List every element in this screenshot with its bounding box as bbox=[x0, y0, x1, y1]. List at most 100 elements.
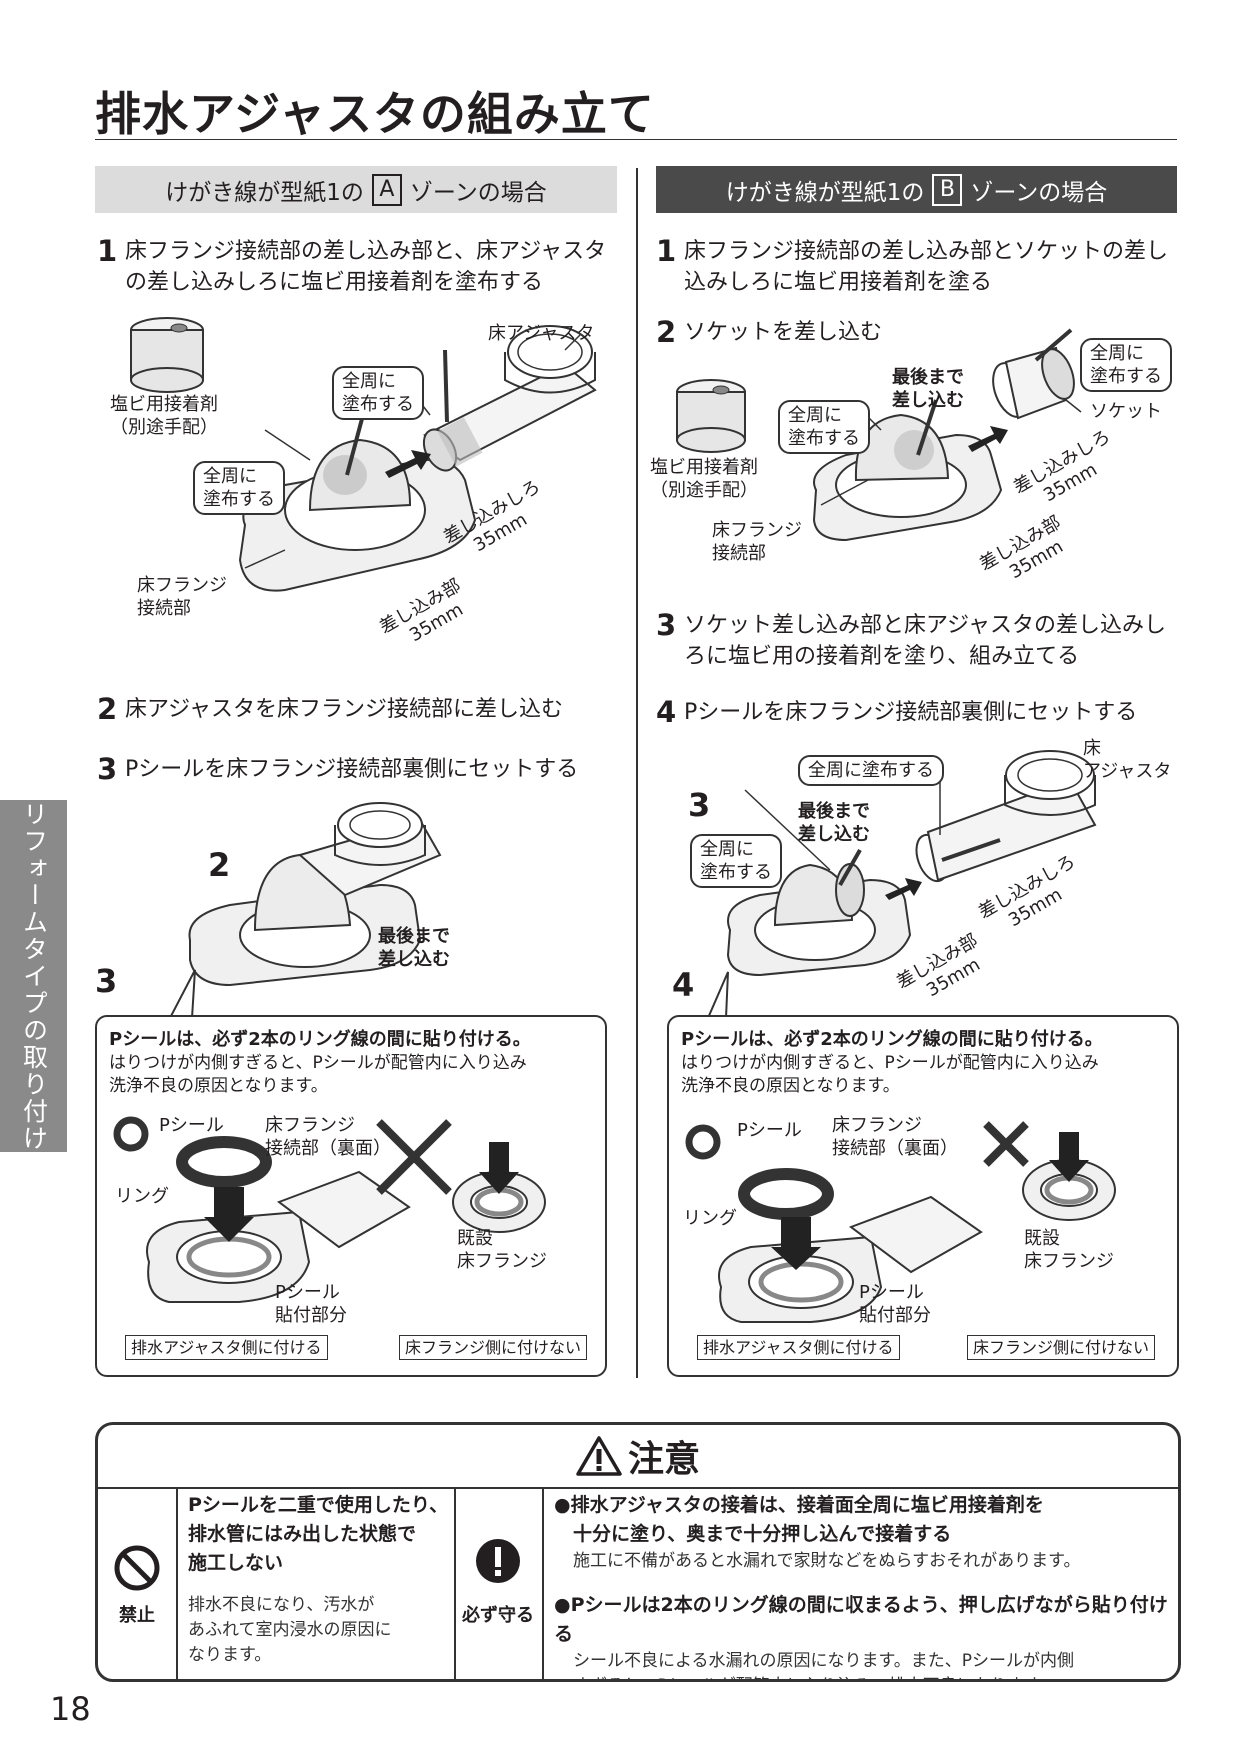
left-step-2-num: 2 bbox=[97, 692, 118, 726]
right-fig1-callout-socket-1: 全周に bbox=[1090, 343, 1144, 364]
right-fig2-adjuster-2: アジャスタ bbox=[1083, 761, 1172, 782]
left-fig2-num-2: 2 bbox=[208, 846, 231, 884]
left-fig1-illustration bbox=[130, 317, 597, 592]
left-fig1-callout-dome: 全周に 塗布する bbox=[193, 461, 285, 515]
right-fig1-flange-1: 床フランジ bbox=[712, 520, 802, 541]
left-fig1-flange-2: 接続部 bbox=[137, 598, 191, 619]
right-info-flange-back-1: 床フランジ bbox=[832, 1115, 922, 1136]
right-fig1-push-1: 最後まで bbox=[892, 367, 964, 388]
must-1-text: 施工に不備があると水漏れで家財などをぬらすおそれがあります。 bbox=[573, 1551, 1081, 1571]
left-fig1-flange-block: 床フランジ 接続部 bbox=[137, 574, 227, 620]
left-info-sub-2: 洗浄不良の原因となります。 bbox=[109, 1076, 328, 1096]
prohibit-text-1: 排水不良になり、汚水が bbox=[188, 1595, 375, 1615]
exclamation-icon bbox=[476, 1539, 520, 1583]
p-seal-ring-icon bbox=[176, 1136, 272, 1188]
left-info-existing: 既設 床フランジ bbox=[457, 1227, 547, 1273]
prohibit-bold-1: Pシールを二重で使用したり、 bbox=[188, 1494, 449, 1516]
prohibit-bold-2: 排水管にはみ出した状態で bbox=[188, 1523, 417, 1545]
must-icon-cell: 必ず守る bbox=[454, 1487, 544, 1679]
right-fig1-socket: ソケット bbox=[1090, 401, 1162, 422]
right-fig1-adhesive: 塩ビ用接着剤 bbox=[650, 457, 758, 478]
side-tab-label: リフォームタイプの取り付け bbox=[19, 800, 49, 1152]
left-info-existing-1: 既設 bbox=[457, 1228, 493, 1249]
right-fig2-push-1: 最後まで bbox=[798, 801, 870, 822]
left-step-3: 3 Pシールを床フランジ接続部裏側にセットする bbox=[97, 754, 617, 785]
right-fig1-push-block: 最後まで 差し込む bbox=[892, 366, 964, 412]
right-fig2-adjuster-1: 床 bbox=[1083, 738, 1101, 759]
left-info-box: Pシールは、必ず2本のリング線の間に貼り付ける。 はりつけが内側すぎると、Pシー… bbox=[95, 1015, 607, 1377]
prohibit-text-cell: Pシールを二重で使用したり、 排水管にはみ出した状態で 施工しない 排水不良にな… bbox=[176, 1487, 456, 1679]
left-fig1-callout-dome-2: 塗布する bbox=[203, 489, 275, 510]
left-step-3-text: Pシールを床フランジ接続部裏側にセットする bbox=[125, 757, 579, 782]
must-2-text-2: すぎると、Pシールが配管内に入り込み、排水不良になります。 bbox=[554, 1674, 1178, 1679]
warning-triangle-icon bbox=[576, 1436, 622, 1476]
caution-header: 注意 bbox=[98, 1425, 1178, 1489]
prohibit-icon bbox=[114, 1545, 160, 1591]
right-fig2-num-3: 3 bbox=[688, 786, 711, 824]
right-fig1-callout-socket-2: 塗布する bbox=[1090, 366, 1162, 387]
must-1-bold-1: ●排水アジャスタの接着は、接着面全周に塩ビ用接着剤を bbox=[554, 1494, 1044, 1516]
right-step-4-text: Pシールを床フランジ接続部裏側にセットする bbox=[684, 700, 1138, 725]
right-step-4-num: 4 bbox=[656, 695, 677, 729]
must-label: 必ず守る bbox=[462, 1605, 534, 1626]
left-info-sub: はりつけが内側すぎると、Pシールが配管内に入り込み 洗浄不良の原因となります。 bbox=[109, 1052, 527, 1098]
left-fig1-adhesive-note: （別途手配） bbox=[110, 417, 218, 438]
right-fig2-illustration bbox=[726, 750, 1097, 977]
left-info-flange-back-2: 接続部（裏面） bbox=[265, 1138, 391, 1159]
right-info-sub-2: 洗浄不良の原因となります。 bbox=[681, 1076, 900, 1096]
left-info-existing-2: 床フランジ bbox=[457, 1251, 547, 1272]
left-fig2-push-block: 最後まで 差し込む bbox=[378, 925, 450, 971]
ok-circle-icon bbox=[113, 1116, 149, 1152]
right-step-3-num: 3 bbox=[656, 608, 677, 642]
right-fig2-callout-full: 全周に塗布する bbox=[798, 755, 944, 786]
left-info-seal-part: Pシール 貼付部分 bbox=[275, 1281, 347, 1327]
right-step-3: 3 ソケット差し込み部と床アジャスタの差し込みしろに塩ビ用の接着剤を塗り、組み立… bbox=[656, 610, 1181, 672]
side-tab: リフォームタイプの取り付け bbox=[0, 800, 67, 1152]
left-fig2-illustration bbox=[188, 802, 442, 987]
left-fig1-adhesive: 塩ビ用接着剤 bbox=[110, 394, 218, 415]
right-fig1-adhesive-note: （別途手配） bbox=[650, 480, 758, 501]
left-fig1-adhesive-block: 塩ビ用接着剤 （別途手配） bbox=[110, 393, 218, 439]
right-info-sub: はりつけが内側すぎると、Pシールが配管内に入り込み 洗浄不良の原因となります。 bbox=[681, 1052, 1099, 1098]
left-info-seal-part-2: 貼付部分 bbox=[275, 1305, 347, 1326]
left-info-seal-part-1: Pシール bbox=[275, 1282, 340, 1303]
left-fig1-flange-1: 床フランジ bbox=[137, 575, 227, 596]
left-step-1: 1 床フランジ接続部の差し込み部と、床アジャスタの差し込みしろに塩ビ用接着剤を塗… bbox=[97, 236, 617, 298]
p-seal-ring-icon bbox=[738, 1168, 834, 1220]
right-fig2-adjuster: 床 アジャスタ bbox=[1083, 737, 1171, 783]
must-text-cell: ●排水アジャスタの接着は、接着面全周に塩ビ用接着剤を 十分に塗り、奥まで十分押し… bbox=[542, 1487, 1178, 1679]
right-fig2-callout-dome: 全周に 塗布する bbox=[690, 834, 782, 888]
left-fig2-push-2: 差し込む bbox=[378, 949, 450, 970]
left-step-1-text: 床フランジ接続部の差し込み部と、床アジャスタの差し込みしろに塩ビ用接着剤を塗布す… bbox=[125, 239, 607, 295]
right-info-pointer bbox=[707, 971, 729, 1019]
prohibit-bold: Pシールを二重で使用したり、 排水管にはみ出した状態で 施工しない bbox=[188, 1491, 448, 1578]
title-rule bbox=[95, 139, 1177, 140]
right-step-1-text: 床フランジ接続部の差し込み部とソケットの差し込みしろに塩ビ用接着剤を塗る bbox=[684, 239, 1169, 295]
left-step-1-num: 1 bbox=[97, 234, 118, 268]
prohibit-bold-3: 施工しない bbox=[188, 1552, 284, 1574]
right-info-ring: リング bbox=[683, 1208, 737, 1229]
left-step-3-num: 3 bbox=[97, 752, 118, 786]
right-info-tag-ok: 排水アジャスタ側に付ける bbox=[697, 1335, 900, 1360]
right-info-seal-part: Pシール 貼付部分 bbox=[859, 1281, 931, 1327]
right-fig1-callout-dome-1: 全周に bbox=[788, 405, 842, 426]
right-fig2-push-2: 差し込む bbox=[798, 824, 870, 845]
right-info-illustration bbox=[685, 1121, 1116, 1323]
right-fig2-num-4: 4 bbox=[672, 966, 695, 1004]
right-info-seal-part-1: Pシール bbox=[859, 1282, 924, 1303]
must-item-1: ●排水アジャスタの接着は、接着面全周に塩ビ用接着剤を 十分に塗り、奥まで十分押し… bbox=[554, 1491, 1080, 1574]
ok-circle-icon bbox=[685, 1124, 721, 1160]
must-item-2: ●Pシールは2本のリング線の間に収まるよう、押し広げながら貼り付ける シール不良… bbox=[554, 1591, 1178, 1679]
right-info-box: Pシールは、必ず2本のリング線の間に貼り付ける。 はりつけが内側すぎると、Pシー… bbox=[667, 1015, 1179, 1377]
zone-b-suffix: ゾーンの場合 bbox=[970, 179, 1108, 206]
left-step-2-text: 床アジャスタを床フランジ接続部に差し込む bbox=[125, 697, 564, 722]
right-fig1-flange-block: 床フランジ 接続部 bbox=[712, 519, 802, 565]
right-info-seal-part-2: 貼付部分 bbox=[859, 1305, 931, 1326]
right-info-tag-ng: 床フランジ側に付けない bbox=[967, 1335, 1156, 1360]
page-number: 18 bbox=[50, 1690, 91, 1728]
zone-b-letter: B bbox=[932, 173, 963, 206]
left-fig1-callout-dome-1: 全周に bbox=[203, 466, 257, 487]
right-fig1-push-2: 差し込む bbox=[892, 390, 964, 411]
left-info-illustration bbox=[113, 1116, 546, 1303]
prohibit-text-3: なります。 bbox=[188, 1645, 272, 1665]
